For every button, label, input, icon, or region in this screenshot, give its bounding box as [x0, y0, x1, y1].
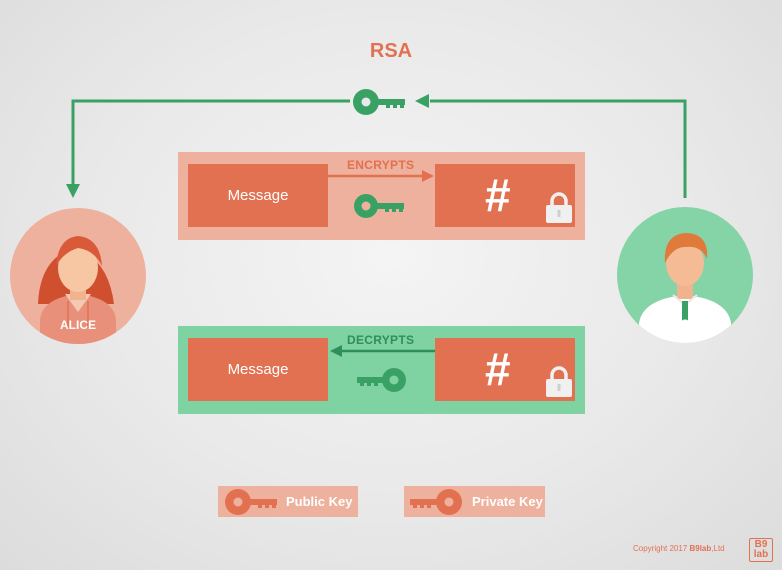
ciphertext-box: # [435, 164, 575, 227]
company-name: B9lab [689, 544, 712, 553]
logo-top: B9 [754, 539, 768, 550]
bob-avatar: BOB [617, 207, 753, 343]
legend-public-key: Public Key [218, 486, 358, 517]
lock-icon [546, 366, 572, 397]
decrypt-arrow-icon [330, 345, 436, 357]
lock-icon [546, 192, 572, 223]
company-suffix: ,Ltd [711, 544, 725, 553]
diagram-title: RSA [369, 40, 413, 62]
decrypted-message-box: Message [188, 338, 328, 401]
alice-name: ALICE [60, 318, 96, 332]
copyright-prefix: Copyright 2017 [633, 544, 690, 553]
alice-avatar: ALICE [10, 208, 146, 344]
legend-private-key: Private Key [404, 486, 545, 517]
private-key-icon [357, 368, 406, 392]
ciphertext-symbol: # [485, 169, 511, 221]
public-key-icon [354, 194, 404, 218]
encrypt-arrow-icon [328, 170, 434, 182]
public-key-icon [225, 489, 277, 515]
encrypt-panel: Message ENCRYPTS # [178, 152, 585, 240]
bob-illustration [639, 233, 731, 343]
copyright-text: Copyright 2017 B9lab,Ltd [633, 544, 725, 553]
bob-name: BOB [671, 317, 699, 331]
decrypts-label: DECRYPTS [347, 333, 415, 347]
ciphertext-box: # [435, 338, 575, 401]
public-key-icon [353, 89, 405, 115]
legend-private-key-label: Private Key [472, 494, 543, 509]
decrypt-panel: Message DECRYPTS # [178, 326, 585, 414]
private-key-icon [410, 489, 462, 515]
ciphertext-symbol: # [485, 343, 511, 395]
encrypts-label: ENCRYPTS [347, 158, 415, 172]
logo-bottom: lab [753, 549, 769, 560]
legend-public-key-label: Public Key [286, 494, 353, 509]
plaintext-message-box: Message [188, 164, 328, 227]
alice-illustration [38, 236, 116, 344]
